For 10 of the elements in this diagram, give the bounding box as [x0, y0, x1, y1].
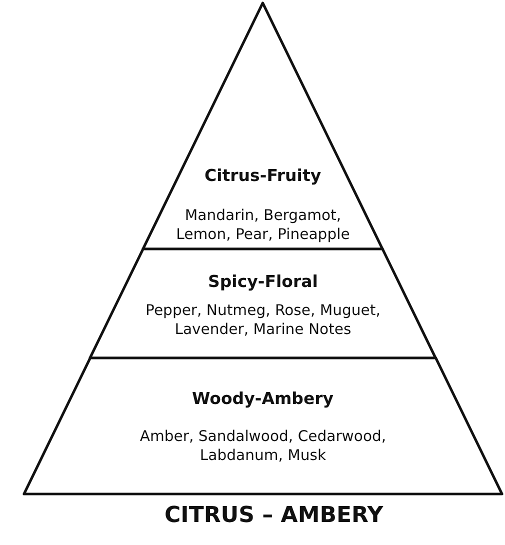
pyramid-middle-tier: [88, 247, 438, 360]
caption: CITRUS – AMBERY: [164, 503, 384, 529]
note-list: Mandarin, Bergamot, Lemon, Pear, Pineapple: [174, 206, 351, 244]
tier-heading: Citrus-Fruity: [204, 166, 322, 186]
pyramid-top-tier: [141, 1, 385, 251]
note-list: Amber, Sandalwood, Cedarwood, Labdanum, Musk: [138, 427, 388, 465]
tier-heading: Spicy-Floral: [208, 272, 318, 292]
tier-heading: Woody-Ambery: [192, 389, 334, 409]
pyramid-base-tier: [22, 356, 504, 496]
note-list: Pepper, Nutmeg, Rose, Muguet, Lavender, Marine Notes: [144, 301, 382, 339]
